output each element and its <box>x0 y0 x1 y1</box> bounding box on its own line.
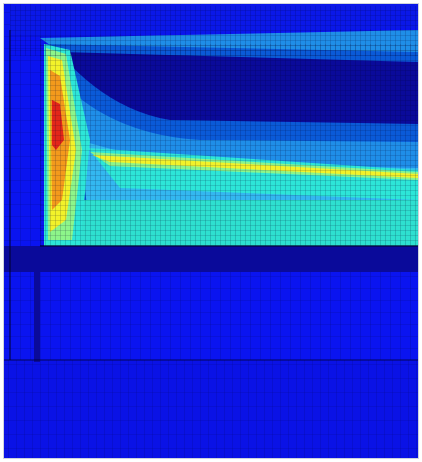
lower-block-mesh <box>4 360 418 458</box>
beam-mesh <box>40 44 418 246</box>
top-flange-mesh <box>10 6 418 56</box>
vertical-post <box>34 246 40 362</box>
plot-border <box>3 3 419 459</box>
dark-band-region <box>4 246 418 272</box>
